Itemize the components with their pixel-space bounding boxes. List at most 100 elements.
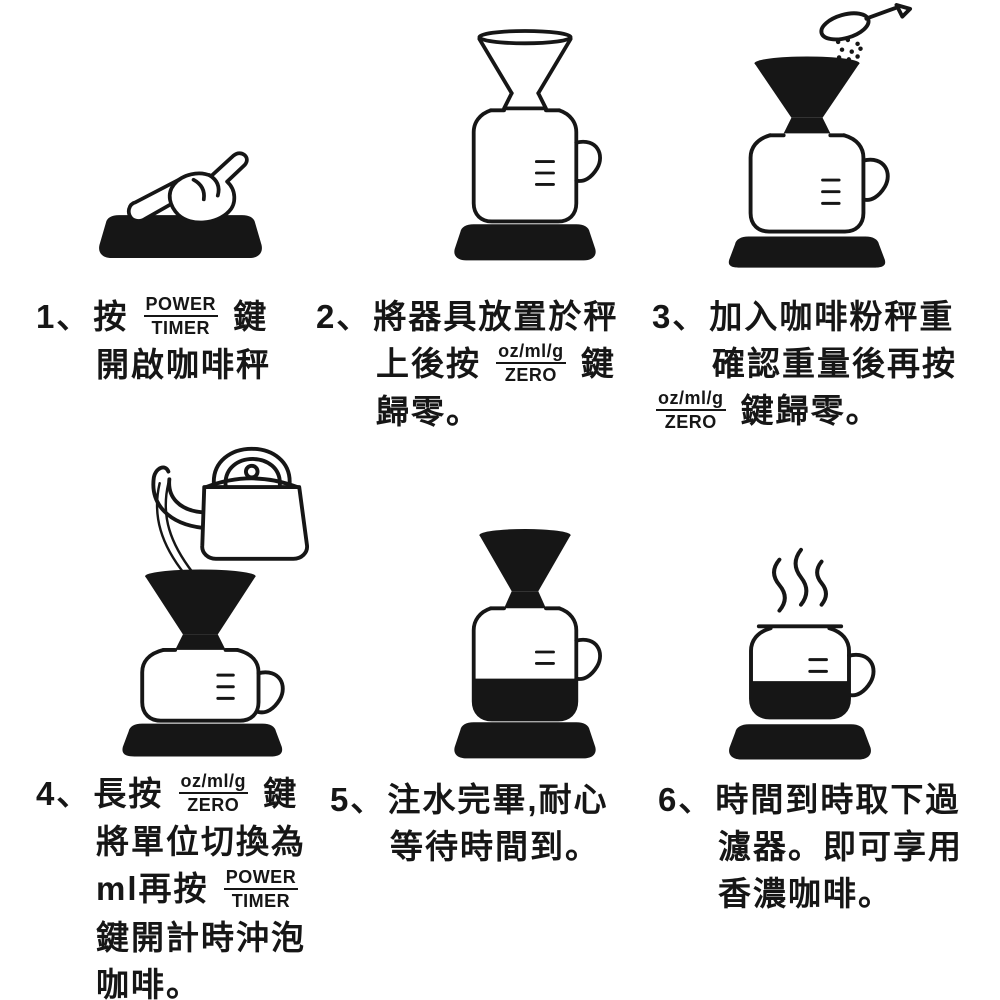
server-handle xyxy=(574,637,602,681)
server-body xyxy=(140,647,261,723)
step-text-segment: 加入咖啡粉秤重 xyxy=(709,298,955,335)
step-text-segment: 時間到時取下過 xyxy=(715,781,961,818)
step-text-segment: 香濃咖啡。 xyxy=(718,875,893,912)
step-number: 6、 xyxy=(658,781,714,818)
dripper-cone-filled xyxy=(145,576,256,635)
scale-pad xyxy=(122,723,283,757)
step-5-text: 5、注水完畢,耐心等待時間到。 xyxy=(330,776,609,870)
steam-icon xyxy=(815,559,828,607)
spoon-bowl-icon xyxy=(819,11,871,42)
scale-pad xyxy=(99,215,262,259)
measure-marks xyxy=(534,160,555,186)
step-line: 5、注水完畢,耐心 xyxy=(330,776,609,823)
brewed-coffee xyxy=(751,681,849,718)
spoon-handle-icon xyxy=(864,4,901,21)
water-stream xyxy=(155,482,187,576)
step-line: 將單位切換為 xyxy=(96,818,306,865)
step-text-segment: 咖啡。 xyxy=(96,965,201,1000)
server-handle xyxy=(256,670,285,715)
server-handle xyxy=(861,157,890,202)
step6-illustration xyxy=(702,542,898,760)
dripper-cone-filled xyxy=(479,535,571,592)
kettle-body-icon xyxy=(200,485,309,561)
step-text-segment: 歸零。 xyxy=(376,393,481,431)
step-number: 1、 xyxy=(36,298,92,335)
step-text-segment: 將單位切換為 xyxy=(96,823,306,861)
step-line: 鍵開計時沖泡 xyxy=(96,914,306,961)
scale-button-label-bottom: TIMER xyxy=(231,890,291,911)
step-line: 3、加入咖啡粉秤重 xyxy=(652,293,957,340)
step-number: 5、 xyxy=(330,781,386,818)
scale-button-label-bottom: ZERO xyxy=(664,412,717,433)
scale-button-label-top: POWER xyxy=(143,294,219,318)
step3-illustration xyxy=(700,3,914,268)
step-text-segment: 上後按 xyxy=(376,345,493,382)
step-line: 咖啡。 xyxy=(96,961,306,1000)
step-text-segment: 長按 xyxy=(93,775,175,812)
dripper-foot-filled xyxy=(504,591,546,609)
server-body xyxy=(748,133,866,234)
measure-marks xyxy=(216,673,235,700)
kettle-spout-icon xyxy=(167,477,205,515)
scale-pad xyxy=(729,724,871,760)
step-text-segment: 將器具放置於秤 xyxy=(373,298,619,335)
step-line: 等待時間到。 xyxy=(390,823,609,870)
dripper-cone-filled xyxy=(754,63,860,118)
step-line: 6、時間到時取下過 xyxy=(658,776,963,823)
scale-pad xyxy=(728,236,886,268)
dripper-rim xyxy=(477,29,573,46)
step-text-segment: 鍵歸零。 xyxy=(729,392,881,429)
scale-button-label-bottom: ZERO xyxy=(187,795,240,816)
dripper-foot-filled xyxy=(783,117,831,134)
scale-button-label-bottom: TIMER xyxy=(151,318,211,339)
step4-illustration xyxy=(86,427,338,757)
step-text-segment: 按 xyxy=(93,298,140,335)
step-line: 確認重量後再按 xyxy=(712,340,957,387)
steam-icon xyxy=(793,547,809,607)
step-text-segment: ml再按 xyxy=(96,870,220,908)
step-line: 歸零。 xyxy=(376,388,618,435)
scale-button-label-top: oz/ml/g xyxy=(178,771,249,795)
kettle-knob-icon xyxy=(243,463,260,480)
step-text-segment: 確認重量後再按 xyxy=(712,345,957,382)
scale-button-label-bottom: ZERO xyxy=(504,365,557,386)
step-text-segment: 鍵 xyxy=(222,298,269,335)
step-text-segment: 濾器。即可享用 xyxy=(718,828,963,865)
kettle-spout-icon xyxy=(151,465,205,530)
steam-icon xyxy=(772,557,787,613)
step-6-text: 6、時間到時取下過濾器。即可享用香濃咖啡。 xyxy=(658,776,963,917)
step-text-segment: 鍵 xyxy=(569,345,616,382)
server-handle xyxy=(574,139,602,183)
scale-button-label-top: POWER xyxy=(223,867,299,890)
water-stream xyxy=(164,482,194,574)
hand-knuckle-line xyxy=(191,177,206,202)
dripper-foot-filled xyxy=(175,634,226,650)
brewed-coffee xyxy=(473,678,577,720)
step-number: 3、 xyxy=(652,298,708,335)
step-text-segment: 鍵 xyxy=(252,775,299,812)
kettle-handle-icon xyxy=(223,457,282,488)
step-number: 4、 xyxy=(36,775,92,812)
step1-illustration xyxy=(78,122,283,262)
step-line: 開啟咖啡秤 xyxy=(96,341,271,388)
measure-marks xyxy=(808,658,828,673)
server-handle xyxy=(847,652,876,698)
server-body xyxy=(471,108,579,224)
scale-button-label-top: oz/ml/g xyxy=(496,341,566,365)
scale-pad xyxy=(454,722,596,759)
step-text-segment: 等待時間到。 xyxy=(390,828,600,865)
step-line: 香濃咖啡。 xyxy=(718,870,963,917)
scale-pad xyxy=(454,224,596,261)
hand-knuckle-line xyxy=(207,173,221,198)
